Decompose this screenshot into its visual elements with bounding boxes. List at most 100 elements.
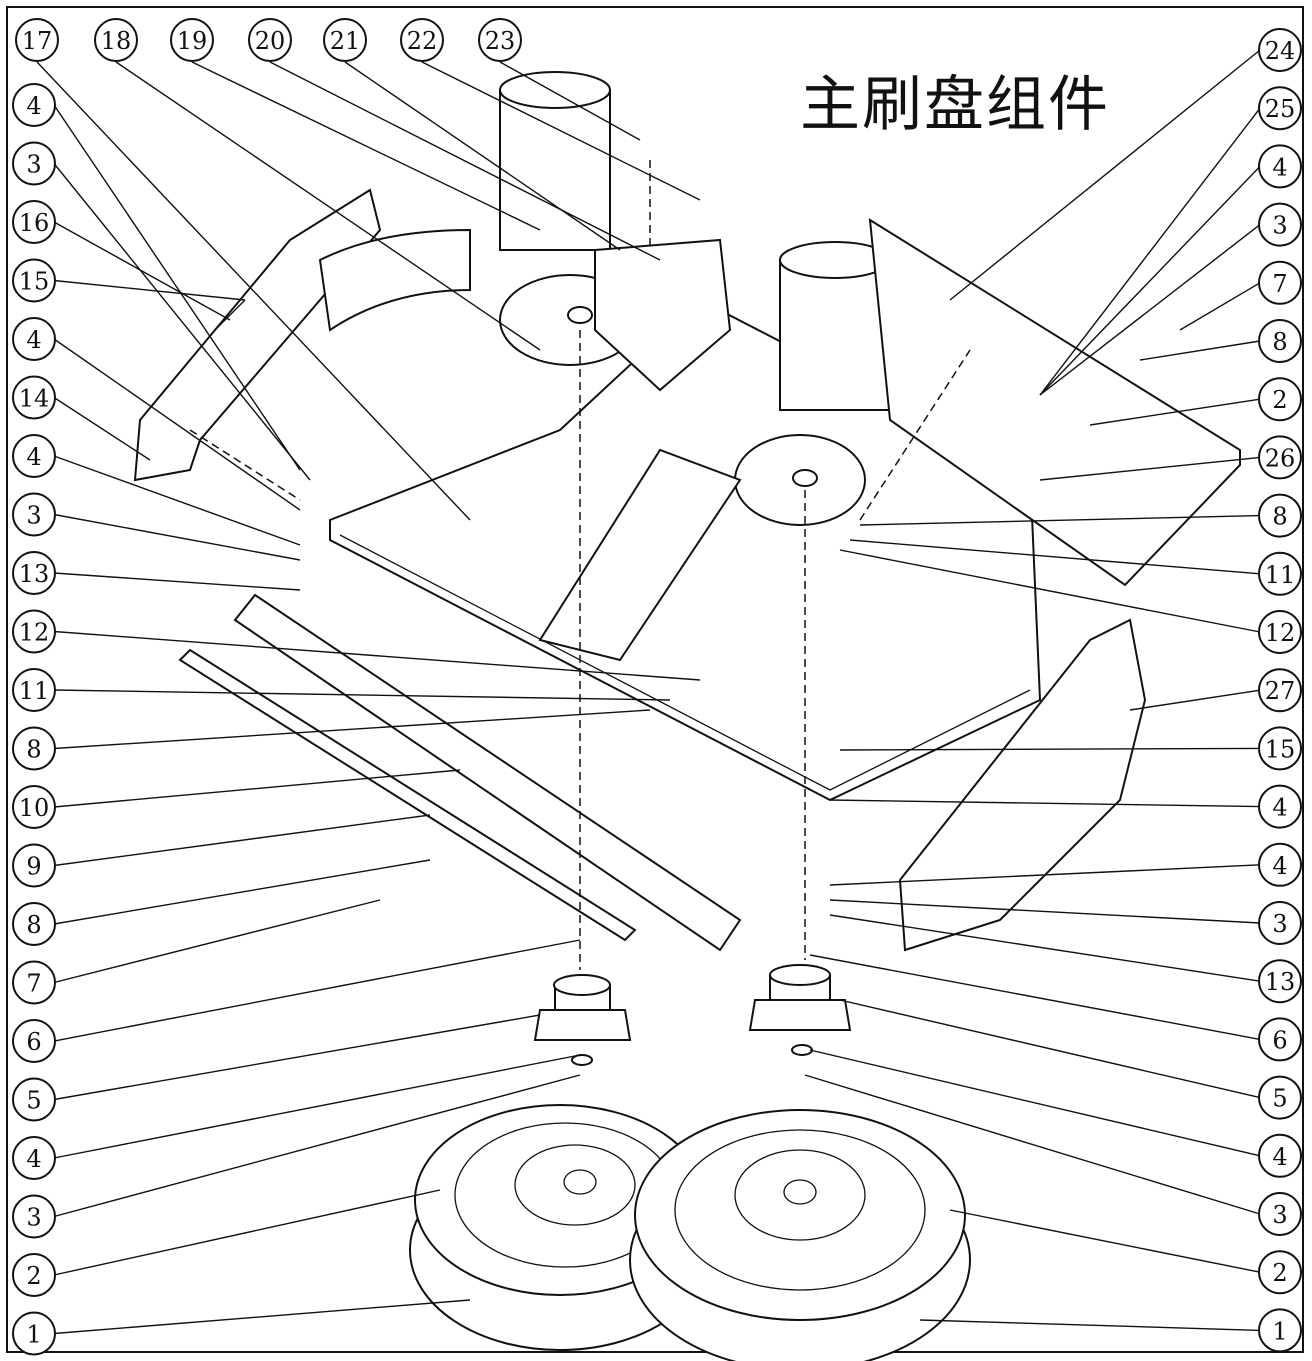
callout-top-19-leader xyxy=(191,61,541,231)
callout-right-16: 13 xyxy=(1258,959,1302,1004)
callout-left-1-number: 3 xyxy=(26,151,41,179)
callout-right-18: 5 xyxy=(1258,1075,1302,1120)
callout-right-21-number: 2 xyxy=(1272,1259,1287,1287)
diagram-title: 主刷盘组件 xyxy=(800,70,1110,140)
callout-left-20: 2 xyxy=(12,1253,56,1297)
callout-left-13-leader xyxy=(53,814,431,867)
callout-right-18-leader xyxy=(839,999,1261,1099)
callout-right-6-leader xyxy=(1089,398,1261,426)
callout-left-19-leader xyxy=(53,1074,581,1218)
left-arm-axis-line xyxy=(189,429,301,501)
callout-left-2: 16 xyxy=(12,200,56,244)
callout-top-18-number: 18 xyxy=(101,27,132,55)
callout-right-1: 25 xyxy=(1258,86,1302,131)
callout-left-11-leader xyxy=(53,709,651,750)
callout-right-12-number: 15 xyxy=(1265,735,1296,763)
callout-right-13: 4 xyxy=(1258,784,1302,829)
callout-top-18: 18 xyxy=(94,18,138,62)
callout-left-15-leader xyxy=(53,899,381,984)
callout-right-12: 15 xyxy=(1258,726,1302,771)
callout-right-14-leader xyxy=(829,864,1261,886)
chassis-inner-edge xyxy=(339,534,1031,791)
callout-right-5-number: 8 xyxy=(1272,328,1287,356)
callout-right-6: 2 xyxy=(1258,377,1302,422)
callout-left-7-leader xyxy=(53,513,301,561)
callout-left-11: 8 xyxy=(12,726,56,771)
callout-top-23-number: 23 xyxy=(485,27,516,55)
callout-right-8-number: 8 xyxy=(1272,503,1287,531)
callout-top-17-number: 17 xyxy=(22,27,53,55)
callout-right-19-leader xyxy=(809,1049,1261,1157)
callout-left-20-leader xyxy=(53,1189,441,1276)
callout-right-7-leader xyxy=(1039,456,1261,481)
callout-right-15-number: 3 xyxy=(1272,910,1287,938)
callout-right-6-number: 2 xyxy=(1272,386,1287,414)
callout-right-21-leader xyxy=(949,1209,1261,1273)
callout-left-12-leader xyxy=(53,769,461,808)
callout-left-21: 1 xyxy=(12,1311,56,1356)
callout-left-3: 15 xyxy=(12,258,56,303)
callout-left-6-number: 4 xyxy=(26,443,41,471)
callout-right-13-leader xyxy=(829,799,1261,808)
callout-right-20-leader xyxy=(804,1074,1261,1215)
callout-top-17: 17 xyxy=(15,18,59,62)
left-skirt-strip-9 xyxy=(178,648,637,942)
callout-top-17-leader xyxy=(36,61,471,521)
callout-right-19: 4 xyxy=(1258,1133,1302,1178)
callout-left-14-leader xyxy=(53,859,431,925)
callout-left-14: 8 xyxy=(12,902,56,946)
callout-top-21-number: 21 xyxy=(330,27,361,55)
callout-left-9-leader xyxy=(53,630,701,681)
callout-right-15: 3 xyxy=(1258,901,1302,945)
callout-right-3-leader xyxy=(1039,224,1261,396)
center-support-bracket xyxy=(538,448,742,662)
callout-left-8-leader xyxy=(53,572,301,591)
callout-top-22-number: 22 xyxy=(407,27,438,55)
callout-right-20-number: 3 xyxy=(1272,1201,1287,1229)
callout-left-15: 7 xyxy=(12,960,56,1005)
callout-top-23: 23 xyxy=(478,18,522,62)
callout-left-9: 12 xyxy=(12,609,56,654)
right-brush-motor xyxy=(734,241,891,526)
right-brush-disc xyxy=(629,1109,971,1361)
callout-right-11: 27 xyxy=(1258,668,1302,713)
callout-right-2: 4 xyxy=(1258,144,1302,189)
callout-left-20-number: 2 xyxy=(26,1262,41,1290)
callout-right-7: 26 xyxy=(1258,435,1302,480)
callout-left-13-number: 9 xyxy=(26,853,41,881)
callout-right-3: 3 xyxy=(1258,202,1302,247)
callout-right-16-number: 13 xyxy=(1265,968,1296,996)
callout-right-17: 6 xyxy=(1258,1017,1302,1062)
callout-left-17: 5 xyxy=(12,1077,56,1122)
callout-right-8-leader xyxy=(859,514,1261,526)
callout-left-4-leader xyxy=(53,338,301,511)
callout-right-1-number: 25 xyxy=(1265,95,1296,123)
callout-right-14-number: 4 xyxy=(1272,852,1287,880)
callout-left-5-leader xyxy=(53,396,151,461)
drawing-frame xyxy=(6,6,1304,1353)
callout-right-10: 12 xyxy=(1258,610,1302,654)
callout-top-19-number: 19 xyxy=(177,27,208,55)
callout-left-17-leader xyxy=(53,1014,541,1101)
callout-right-10-number: 12 xyxy=(1265,619,1296,647)
callout-right-11-leader xyxy=(1129,689,1261,711)
callout-right-17-number: 6 xyxy=(1272,1026,1287,1054)
callout-right-17-leader xyxy=(809,954,1261,1041)
callout-right-11-number: 27 xyxy=(1265,677,1296,705)
assembly-parts xyxy=(133,71,1241,1361)
callout-left-18-number: 4 xyxy=(26,1145,41,1173)
right-arm-assembly xyxy=(898,618,1147,952)
callout-right-4-number: 7 xyxy=(1272,270,1287,298)
callout-right-9-leader xyxy=(849,539,1261,575)
callout-left-1-leader xyxy=(53,163,311,481)
callout-left-8-number: 13 xyxy=(19,560,50,588)
callout-right-4-leader xyxy=(1179,282,1261,331)
callout-left-21-number: 1 xyxy=(26,1321,41,1349)
callout-right-12-leader xyxy=(839,747,1261,751)
callout-left-0-number: 4 xyxy=(26,92,41,120)
callout-right-15-leader xyxy=(829,899,1261,924)
callout-left-19: 3 xyxy=(12,1194,56,1239)
callout-right-3-number: 3 xyxy=(1272,212,1287,240)
